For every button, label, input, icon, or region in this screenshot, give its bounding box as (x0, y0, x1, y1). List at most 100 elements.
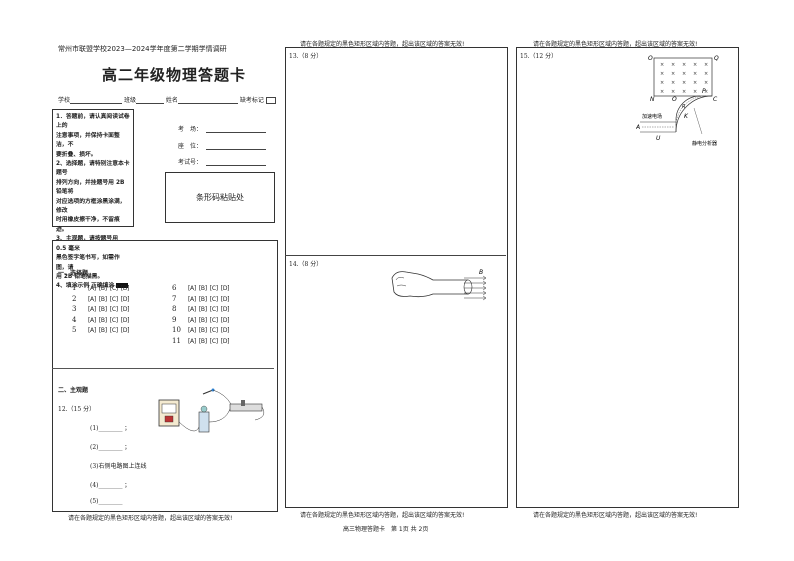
answer-bubble[interactable]: [C] (209, 306, 218, 313)
class-field[interactable] (135, 95, 164, 104)
answer-bubble[interactable]: [B] (98, 285, 107, 292)
section-divider (52, 368, 274, 369)
field-x-mark: × (704, 89, 708, 95)
answer-bubble[interactable]: [C] (209, 327, 218, 334)
answer-bubble[interactable]: [A] (188, 327, 196, 334)
svg-text:P: P (702, 88, 706, 95)
school-label: 学校 (58, 97, 71, 104)
answer-bubble[interactable]: [A] (88, 295, 96, 303)
answer-bubble[interactable]: [D] (120, 327, 130, 334)
question-number: 2 (72, 294, 77, 303)
answer-bubble[interactable]: [B] (198, 316, 207, 324)
answer-bubble[interactable]: [B] (198, 337, 207, 345)
notice-line: 4、填涂示例 正确填涂 (56, 282, 130, 291)
q15-figure: ×××××××××××××××××××× O Q N O P C 加速电场 A … (636, 55, 719, 147)
question-number: 5 (72, 326, 77, 334)
field-x-mark: × (671, 62, 675, 68)
absent-checkbox[interactable] (265, 97, 276, 104)
answer-bubble[interactable]: [A] (188, 316, 196, 324)
field-label-b: B (479, 269, 483, 276)
field-x-mark: × (682, 71, 686, 77)
field-x-mark: × (671, 89, 675, 95)
answer-bubble[interactable]: [C] (109, 316, 118, 324)
answer-bubble[interactable]: [B] (198, 306, 207, 313)
answer-bubble[interactable]: [D] (220, 295, 230, 303)
exam-number-field[interactable] (206, 157, 267, 166)
answer-bubble[interactable]: [C] (109, 306, 118, 313)
answer-bubble[interactable]: [C] (209, 337, 218, 345)
seat-field[interactable] (206, 141, 267, 150)
answer-bubble[interactable]: [D] (220, 327, 230, 334)
answer-bubble[interactable]: [A] (88, 285, 96, 292)
question-number: 7 (172, 294, 177, 303)
field-x-mark: × (693, 71, 697, 77)
notice-line: 用 2B 铅笔描黑。 (56, 273, 104, 280)
field-lines (464, 275, 487, 301)
question-number: 3 (72, 305, 77, 313)
answer-bubble[interactable]: [A] (88, 327, 96, 334)
notice-line: 对应选项的方框涂黑涂满，修改 (56, 198, 126, 215)
q12-part5[interactable]: (5)________ (90, 498, 123, 505)
q12-part2[interactable]: (2)________ ； (90, 444, 131, 451)
answer-bubble[interactable]: [D] (120, 285, 130, 292)
battery-icon (198, 411, 210, 433)
answer-bubble[interactable]: [B] (198, 295, 207, 303)
field-x-mark: × (660, 80, 664, 86)
choice-question-row: 11[A][B][C][D] (172, 337, 232, 345)
answer-bubble[interactable]: [B] (98, 295, 107, 303)
q12-part1[interactable]: (1)________ ； (90, 425, 131, 432)
page-title: 高二年级物理答题卡 (102, 66, 247, 84)
field-x-mark: × (693, 62, 697, 68)
notice-line: 要折叠、损坏。 (56, 151, 97, 158)
choice-question-row: 3 [A][B][C][D] (72, 305, 132, 313)
answer-bubble[interactable]: [C] (109, 295, 118, 303)
circuit-diagram (158, 388, 265, 433)
answer-bubble[interactable]: [D] (220, 306, 230, 313)
answer-bubble[interactable]: [A] (188, 295, 196, 303)
answer-bubble[interactable]: [C] (209, 295, 218, 303)
name-field[interactable] (177, 95, 238, 104)
answer-bubble[interactable]: [A] (188, 306, 196, 313)
answer-bubble[interactable]: [C] (209, 316, 218, 324)
answer-bubble[interactable]: [D] (120, 306, 130, 313)
answer-bubble[interactable]: [A] (188, 337, 196, 345)
answer-bubble[interactable]: [C] (109, 327, 118, 334)
field-x-mark: × (682, 62, 686, 68)
svg-text:O: O (648, 55, 653, 62)
answer-bubble[interactable]: [D] (220, 285, 230, 292)
barcode-label: 条形码粘贴处 (196, 193, 244, 202)
school-field[interactable] (70, 95, 123, 104)
switch-icon (202, 389, 214, 395)
q12-part4[interactable]: (4)________ ； (90, 482, 131, 489)
svg-text:K: K (684, 113, 689, 120)
warning-mid-top: 请在各题规定的黑色矩形区域内答题，超出该区域的答案无效! (300, 41, 465, 48)
svg-text:A: A (636, 124, 640, 131)
answer-bubble[interactable]: [D] (120, 316, 130, 324)
answer-bubble[interactable]: [A] (88, 316, 96, 324)
answer-bubble[interactable]: [D] (220, 316, 230, 324)
answer-bubble[interactable]: [B] (198, 327, 207, 334)
svg-text:R: R (682, 104, 685, 110)
choice-question-row: 6[A][B][C][D] (172, 284, 232, 292)
section1-title: 一、选择题 (58, 270, 89, 277)
answer-bubble[interactable]: [A] (188, 285, 196, 292)
answer-bubble[interactable]: [D] (120, 295, 130, 303)
field-x-mark: × (660, 71, 664, 77)
q14-header: 14.（8 分） (289, 261, 323, 268)
answer-bubble[interactable]: [C] (209, 285, 218, 292)
answer-bubble[interactable]: [B] (98, 306, 107, 313)
svg-text:N: N (650, 96, 655, 103)
answer-bubble[interactable]: [B] (98, 316, 107, 324)
q14-figure: B (391, 269, 487, 301)
answer-bubble[interactable]: [B] (98, 327, 107, 334)
notice-line: 黑色签字笔书写，如需作图，请 (56, 255, 120, 271)
notice-line: 2、选择题，请特别注意本卡题号 (56, 161, 130, 177)
answer-bubble[interactable]: [D] (220, 337, 230, 345)
answer-bubble[interactable]: [B] (198, 285, 207, 292)
warning-right-bottom: 请在各题规定的黑色矩形区域内答题，超出该区域的答案无效! (533, 512, 698, 519)
warning-mid-bottom: 请在各题规定的黑色矩形区域内答题，超出该区域的答案无效! (300, 512, 465, 519)
answer-bubble[interactable]: [C] (109, 285, 118, 292)
seat-row: 座 位： (178, 141, 267, 150)
exam-room-field[interactable] (206, 124, 267, 133)
answer-bubble[interactable]: [A] (88, 306, 96, 313)
